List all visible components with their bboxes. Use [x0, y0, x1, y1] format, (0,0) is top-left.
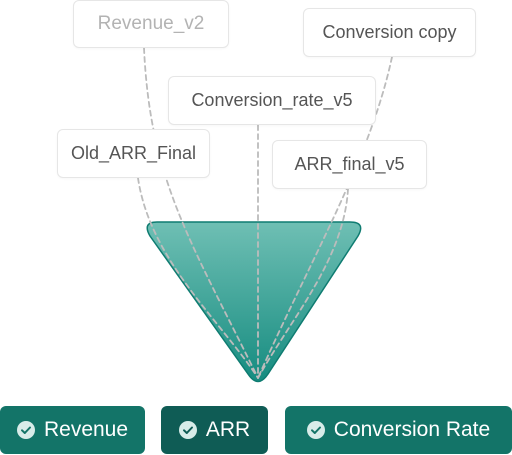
input-card-old-arr-final: Old_ARR_Final [57, 129, 210, 178]
check-circle-icon [178, 421, 197, 439]
check-circle-icon [306, 421, 325, 439]
input-card-revenue-v2: Revenue_v2 [73, 0, 229, 48]
input-card-conversion-copy: Conversion copy [303, 8, 476, 57]
check-circle-icon [16, 421, 35, 439]
output-chip-conversion-rate: Conversion Rate [285, 406, 512, 454]
output-chip-label: ARR [205, 418, 251, 441]
output-chip-revenue: Revenue [0, 406, 145, 454]
input-card-label: Old_ARR_Final [70, 143, 197, 163]
input-card-label: Revenue_v2 [97, 13, 205, 34]
input-card-label: Conversion copy [322, 22, 457, 42]
input-card-label: Conversion_rate_v5 [191, 90, 353, 110]
input-card-label: ARR_final_v5 [294, 154, 405, 174]
flow-line-conversion-copy [257, 56, 393, 379]
input-card-arr-final-v5: ARR_final_v5 [272, 140, 427, 189]
funnel-shape [146, 221, 362, 383]
output-chip-label: Revenue [43, 418, 129, 441]
input-card-conversion-rate-v5: Conversion_rate_v5 [168, 76, 376, 125]
flow-line-revenue-v2 [143, 47, 259, 379]
output-chip-label: Conversion Rate [333, 418, 491, 441]
output-chip-arr: ARR [161, 406, 268, 454]
flow-line-old-arr-final [137, 177, 259, 379]
